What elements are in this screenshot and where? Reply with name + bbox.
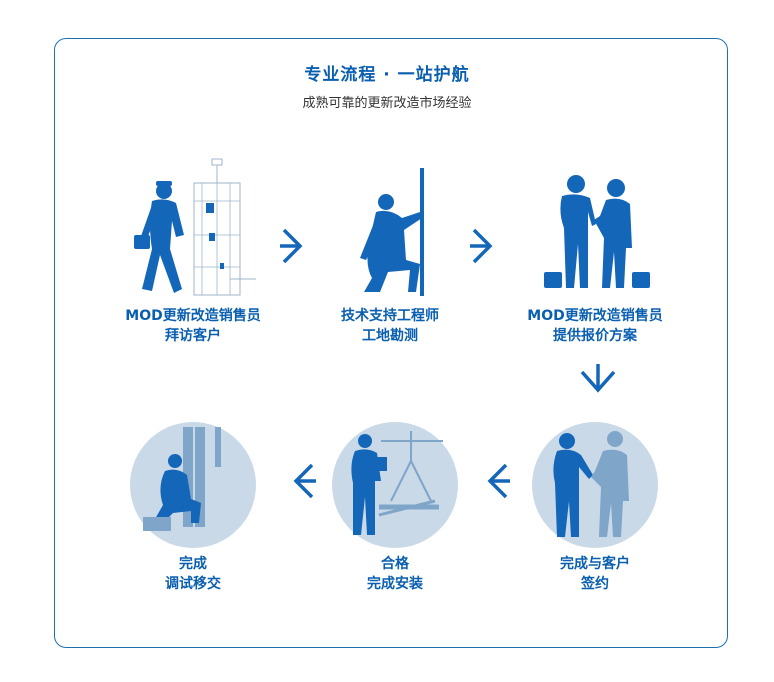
arrow-right-icon: [470, 228, 493, 264]
step-label-installation: 合格 完成安装: [305, 554, 485, 594]
worker-clipboard-icon: [351, 434, 387, 535]
step-label-line: 拜访客户: [165, 328, 221, 344]
step-label-line: 技术支持工程师: [341, 308, 439, 324]
arrow-left-icon: [487, 463, 510, 499]
worker-crouching-icon: [143, 454, 201, 531]
arrow-right-icon: [280, 228, 303, 264]
step-label-handover: 完成 调试移交: [103, 554, 283, 594]
step-label-quotation: MOD更新改造销售员 提供报价方案: [505, 306, 685, 346]
step-label-line: 完成: [179, 556, 207, 572]
engineer-crouching-icon: [360, 168, 424, 296]
handshake-people-icon: [544, 175, 650, 288]
page-title: 专业流程 · 一站护航: [304, 65, 470, 85]
quotation-meeting-illustration: [544, 175, 650, 288]
installation-illustration: [332, 422, 458, 548]
arrow-down-icon: [580, 364, 616, 393]
step-label-line: MOD更新改造销售员: [527, 308, 663, 324]
step-label-survey: 技术支持工程师 工地勘测: [300, 306, 480, 346]
hoist-crane-icon: [378, 431, 443, 517]
step-label-line: 合格: [381, 556, 409, 572]
step-label-line: 提供报价方案: [553, 328, 637, 344]
step-label-line: MOD更新改造销售员: [125, 308, 261, 324]
step-label-line: 调试移交: [165, 576, 221, 592]
signing-handshake-icon: [553, 431, 629, 537]
step-label-line: 工地勘测: [362, 328, 418, 344]
arrow-left-icon: [293, 463, 316, 499]
step-label-visit: MOD更新改造销售员 拜访客户: [103, 306, 283, 346]
step-label-line: 签约: [581, 576, 609, 592]
step-label-line: 完成安装: [367, 576, 423, 592]
step-label-signing: 完成与客户 签约: [505, 554, 685, 594]
salesman-visit-illustration: [134, 158, 256, 296]
handover-illustration: [130, 422, 256, 548]
contract-signing-illustration: [532, 422, 658, 548]
walking-man-icon: [134, 181, 184, 293]
engineer-survey-illustration: [360, 168, 424, 296]
page-subtitle: 成熟可靠的更新改造市场经验: [302, 96, 472, 111]
elevator-door-icon: [183, 427, 221, 527]
elevator-shaft-icon: [193, 158, 256, 296]
step-label-line: 完成与客户: [560, 556, 630, 572]
